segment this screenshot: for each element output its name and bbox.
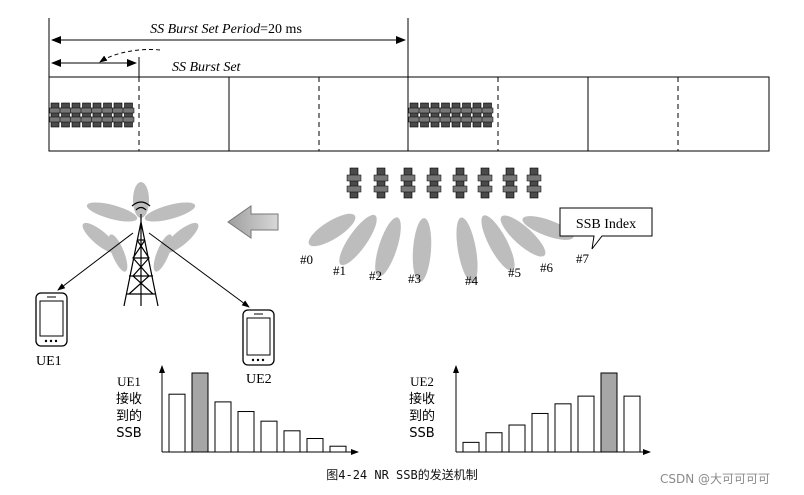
chart-bar <box>329 445 347 453</box>
chart-title-line: 接收 <box>116 391 142 407</box>
ssb-block <box>429 102 441 128</box>
chart-title-line: UE1 <box>117 374 141 389</box>
link-to-ue1 <box>57 232 134 291</box>
chart-bar <box>554 403 572 453</box>
ssb-block <box>481 102 494 128</box>
beam-index-label: #4 <box>465 273 479 288</box>
chart-title-line: 到的 <box>409 408 435 424</box>
beam-index-label: #7 <box>576 251 590 266</box>
beam-ellipse <box>500 215 546 257</box>
direction-block-arrow <box>227 205 279 239</box>
chart-title-line: SSB <box>409 426 434 441</box>
beam-ellipse <box>375 217 401 277</box>
frame-bar <box>48 76 770 152</box>
beam-ssb-block <box>526 167 542 199</box>
ssb-burst-blocks-1 <box>49 102 135 128</box>
ue2-label: UE2 <box>246 372 272 387</box>
frame-dividers <box>138 77 679 151</box>
chart-bar <box>214 401 232 453</box>
watermark: CSDN @大可可可可 <box>660 472 771 486</box>
ssb-block <box>59 102 72 128</box>
figure-caption: 图4-24 NR SSB的发送机制 <box>326 468 478 482</box>
beam-index-label: #5 <box>508 265 521 280</box>
burst-set-period-label: SS Burst Set Period=20 ms <box>150 22 302 37</box>
beam-index-labels: #0 #1 #2 #3 #4 #5 #6 #7 <box>300 251 590 288</box>
beam-ssb-block <box>502 167 518 199</box>
beam-ellipse <box>481 215 515 271</box>
beam-ssb-block <box>373 167 389 199</box>
beam-ssb-blocks <box>346 167 542 199</box>
chart-bar <box>260 420 278 453</box>
beam-index-label: #3 <box>408 271 421 286</box>
timeline: SS Burst Set Period=20 ms SS Burst Set <box>48 18 770 152</box>
chart-bar <box>531 412 549 453</box>
ssb-block <box>460 102 473 128</box>
beam-ssb-block <box>477 167 493 199</box>
beam-ellipse <box>308 213 356 247</box>
beam-index-label: #1 <box>333 263 346 278</box>
chart-title-line: 到的 <box>116 408 142 424</box>
burst-set-pointer <box>99 49 161 63</box>
antenna-tower-icon <box>82 182 199 307</box>
ssb-block <box>408 102 420 128</box>
ssb-index-callout: SSB Index <box>559 207 653 250</box>
ssb-block <box>450 102 462 128</box>
ssb-block <box>91 102 103 128</box>
beam-index-label: #0 <box>300 252 313 267</box>
chart-title-line: SSB <box>116 426 141 441</box>
ssb-block <box>112 102 124 128</box>
ssb-index-text: SSB Index <box>576 217 636 232</box>
ssb-block <box>418 102 431 128</box>
beam-ssb-block <box>426 167 442 199</box>
chart-bar <box>577 395 595 453</box>
beam-ssb-block <box>346 167 362 199</box>
ue2-phone-icon <box>242 309 275 366</box>
ssb-block <box>80 102 93 128</box>
chart-bar <box>306 438 324 453</box>
chart-bar <box>191 372 209 453</box>
chart-bar <box>237 411 255 453</box>
chart-title-line: 接收 <box>409 391 435 407</box>
chart-bar <box>168 393 186 453</box>
ssb-block <box>471 102 483 128</box>
ssb-block <box>70 102 82 128</box>
chart-bar <box>462 441 480 453</box>
beam-fan <box>308 213 574 283</box>
chart-bar <box>600 372 618 453</box>
chart-bar <box>623 395 641 453</box>
beam-index-label: #2 <box>369 268 382 283</box>
link-to-ue2 <box>148 232 250 308</box>
beam-ellipse <box>412 218 432 282</box>
beam-ellipse <box>339 214 377 266</box>
ssb-burst-blocks-2 <box>408 102 494 128</box>
ssb-block <box>49 102 61 128</box>
ssb-block <box>439 102 452 128</box>
chart-bar <box>283 430 301 453</box>
ssb-block <box>122 102 135 128</box>
chart-title-line: UE2 <box>410 374 434 389</box>
beam-ssb-block <box>452 167 468 199</box>
beam-ellipse <box>456 217 478 283</box>
chart-bar <box>485 432 503 453</box>
chart-bar <box>508 424 526 453</box>
beam-ssb-block <box>400 167 416 199</box>
ue1-phone-icon <box>35 292 68 347</box>
beam-index-label: #6 <box>540 260 554 275</box>
burst-set-label: SS Burst Set <box>172 60 242 75</box>
ssb-block <box>101 102 114 128</box>
ue1-label: UE1 <box>36 354 62 369</box>
